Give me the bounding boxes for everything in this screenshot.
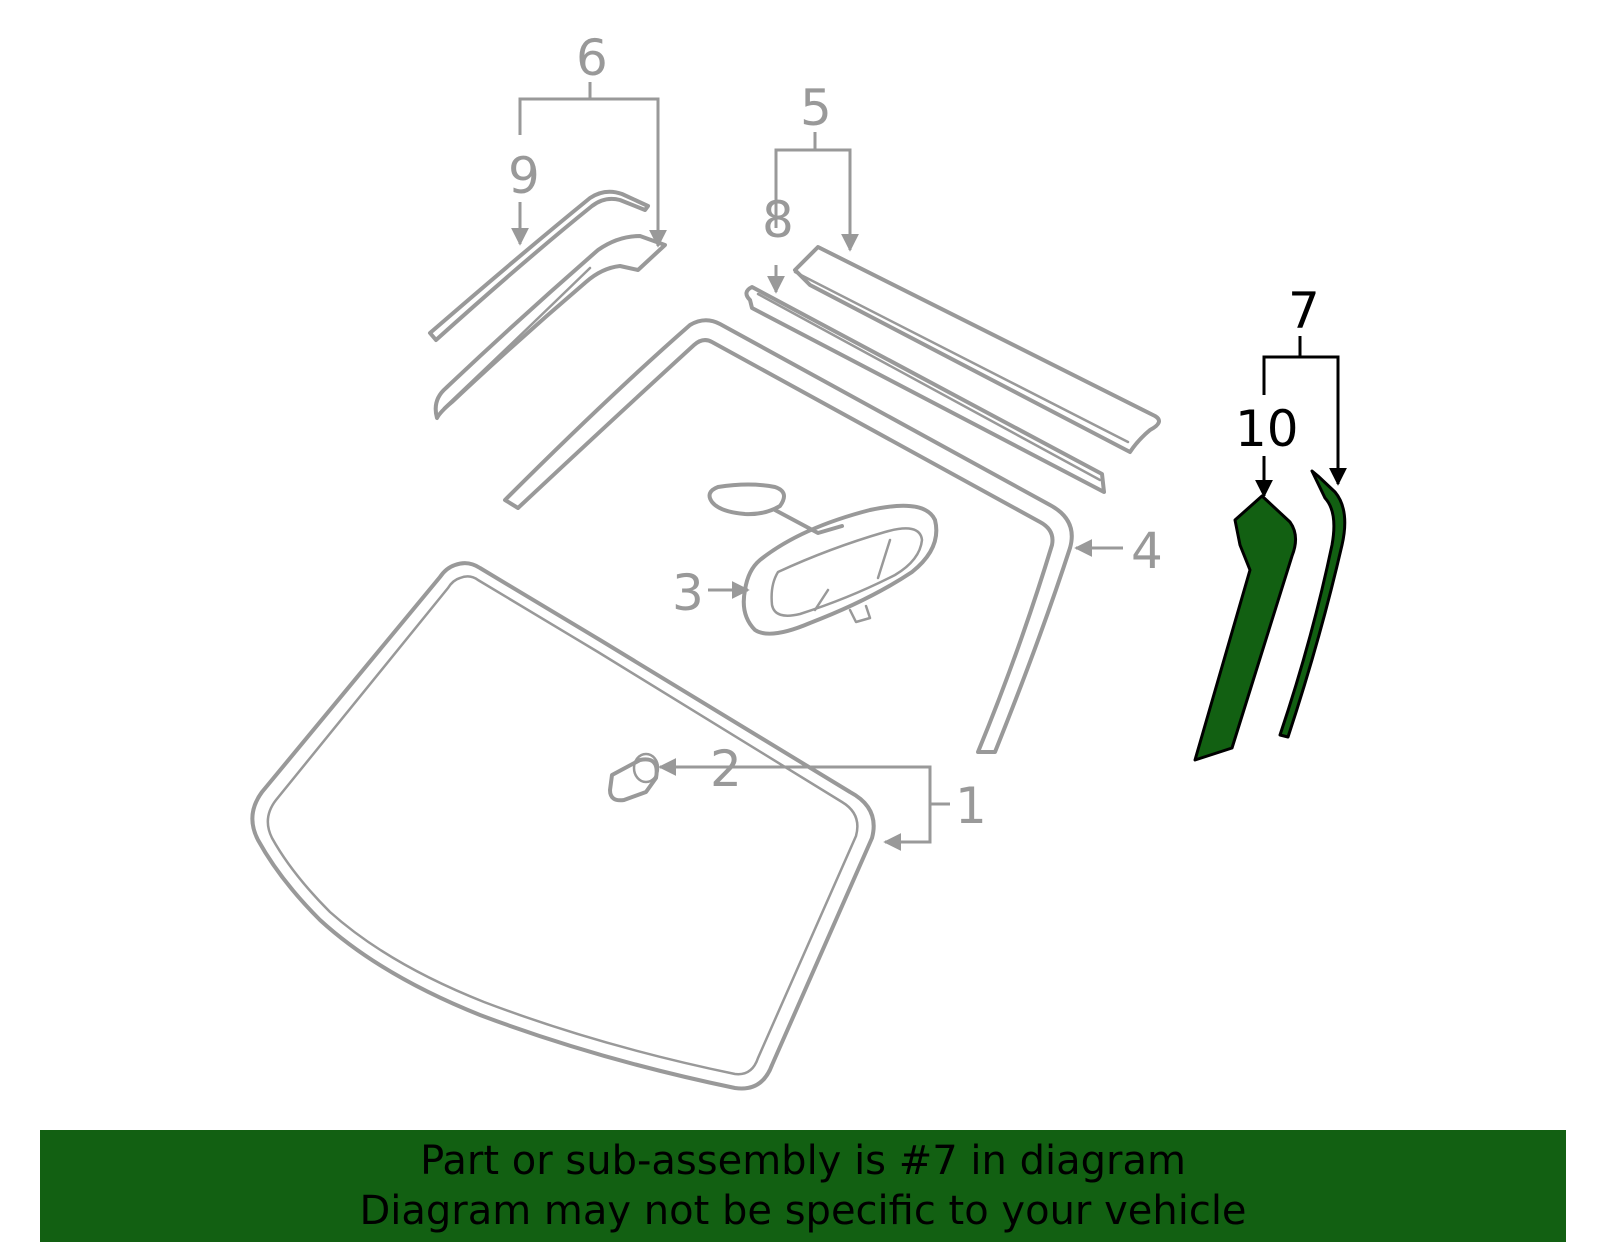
mirror-part <box>707 482 939 636</box>
highlighted-pillar-part <box>1193 469 1347 762</box>
info-banner: Part or sub-assembly is #7 in diagram Di… <box>40 1130 1566 1242</box>
callout-label-8: 8 <box>762 191 794 249</box>
callout-7: 7 <box>1262 282 1347 486</box>
callout-6: 6 <box>518 29 667 248</box>
callout-label-10: 10 <box>1235 400 1299 458</box>
roof-molding-part <box>793 245 1161 454</box>
pillar-molding-part <box>433 234 667 420</box>
banner-line-2: Diagram may not be specific to your vehi… <box>359 1188 1247 1234</box>
callout-9: 9 <box>508 147 540 246</box>
callout-label-4: 4 <box>1131 522 1163 580</box>
callout-label-5: 5 <box>800 79 832 137</box>
strip-part <box>744 285 1106 494</box>
callout-3: 3 <box>672 564 750 622</box>
callout-1: 1 <box>700 765 987 851</box>
callout-label-9: 9 <box>508 147 540 205</box>
callout-8: 8 <box>762 191 794 294</box>
callout-5: 5 <box>774 79 859 252</box>
callout-2: 2 <box>658 740 742 798</box>
callout-10: 10 <box>1235 400 1299 498</box>
banner-line-1: Part or sub-assembly is #7 in diagram <box>420 1138 1186 1184</box>
windshield-part <box>250 561 876 1091</box>
callout-label-2: 2 <box>710 740 742 798</box>
pillar-trim-part <box>428 189 650 342</box>
callout-4: 4 <box>1074 522 1163 580</box>
callout-label-7: 7 <box>1288 282 1320 340</box>
callout-label-1: 1 <box>955 777 987 835</box>
callout-label-6: 6 <box>576 29 608 87</box>
sensor-part <box>608 752 660 803</box>
callout-label-3: 3 <box>672 564 704 622</box>
molding-part <box>503 318 1074 754</box>
